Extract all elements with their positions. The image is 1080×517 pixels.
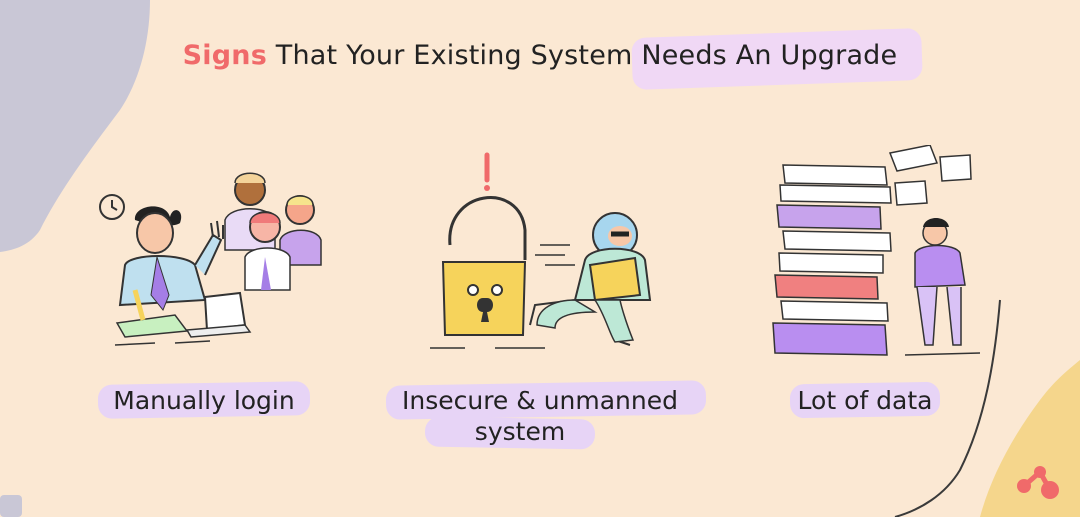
blob-bottom-right [980,360,1080,517]
blob-bottom-left [0,495,22,517]
title-text-end: Needs An Upgrade [641,40,898,71]
stacked-books-illustration [772,145,981,356]
blob-top-left [0,0,150,252]
label-insecure-line2: system [474,417,566,446]
title-highlight: Signs [182,40,267,71]
brand-logo-icon [1017,466,1059,499]
label-lot-of-data: Lot of data [797,386,933,415]
overwhelmed-worker-illustration [99,172,322,346]
clock-icon [99,194,125,220]
page-title: Signs That Your Existing System Needs An… [0,40,1080,71]
title-text: That Your Existing System [275,40,633,71]
squiggle-line [894,299,1001,517]
broken-lock-illustration [430,152,652,349]
label-insecure-line1: Insecure & unmanned [401,386,678,415]
label-manually-login: Manually login [113,386,295,415]
